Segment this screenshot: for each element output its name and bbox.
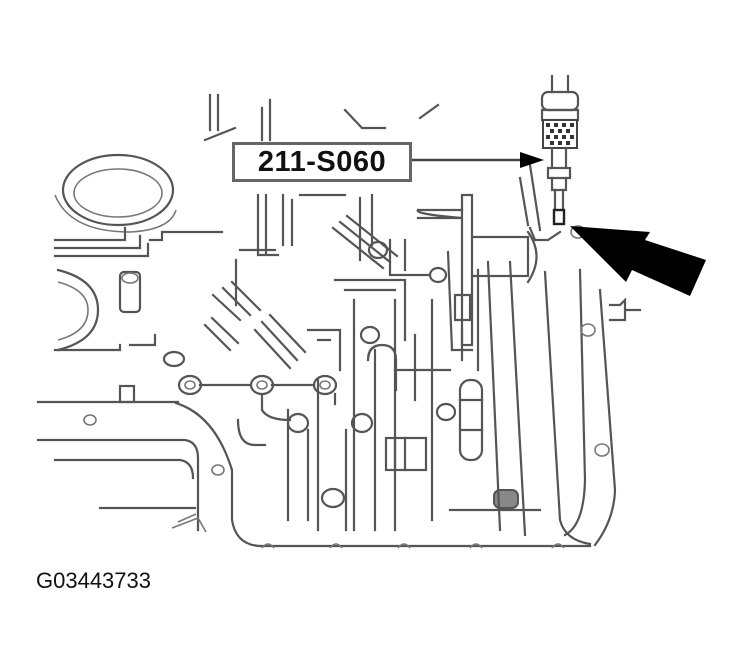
- left-housing: [53, 268, 157, 352]
- special-tool-211-S060: [540, 74, 580, 226]
- spool-valve: [448, 378, 542, 512]
- figure-id: G03443733: [36, 568, 151, 593]
- seal-ring: [53, 153, 224, 258]
- bolt-bosses: [162, 240, 457, 509]
- bottom-bolt-holes: [261, 543, 565, 549]
- indicator-arrow-icon: [570, 226, 706, 296]
- callout-leader-arrow: [412, 152, 544, 168]
- tool-callout-label: 211-S060: [257, 145, 387, 178]
- right-housing: [486, 163, 642, 547]
- shift-shaft: [416, 193, 538, 372]
- oil-pan-left: [36, 384, 592, 548]
- tool-callout-box: 211-S060: [232, 142, 412, 182]
- valve-channels: [198, 93, 452, 532]
